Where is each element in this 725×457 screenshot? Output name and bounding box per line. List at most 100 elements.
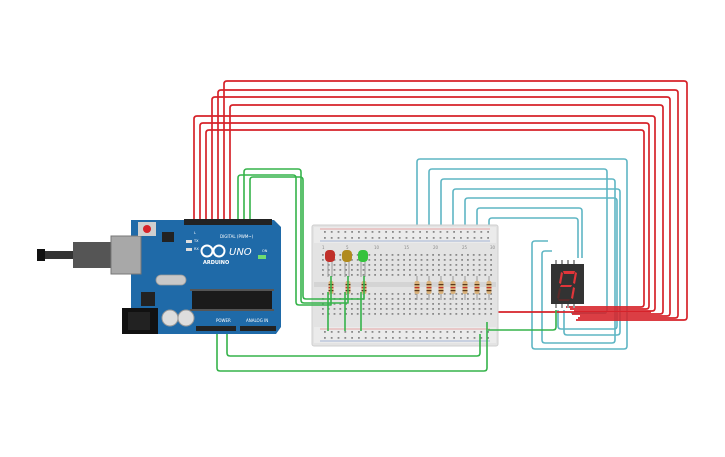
green-wire-2 [243,168,349,304]
breadboard-hole [403,269,405,271]
breadboard-hole [380,264,382,266]
breadboard-hole [484,269,487,271]
rail-hole [480,237,483,239]
rail-hole [412,331,415,333]
breadboard-hole [362,274,365,276]
rail-hole [453,231,455,233]
led-red[interactable] [325,250,335,277]
breadboard-hole [449,259,452,261]
breadboard-hole [362,308,365,310]
breadboard-hole [432,269,434,271]
segment-a [563,271,575,274]
breadboard-hole [391,293,394,295]
digital-header[interactable] [184,219,272,225]
power-header[interactable] [196,326,236,331]
breadboard-hole [356,293,359,295]
teal-wires[interactable] [416,158,628,350]
rail-hole [392,337,394,339]
breadboard-hole [490,308,492,310]
breadboard-hole [397,308,400,310]
breadboard-hole [455,264,458,266]
breadboard-hole [478,254,481,256]
breadboard-hole [374,313,376,315]
seven-segment-display[interactable] [551,260,584,308]
breadboard-hole [490,259,492,261]
breadboard-hole [322,259,324,261]
rail-hole [446,237,449,239]
breadboard-hole [397,259,400,261]
teal-wire-7 [488,217,579,258]
breadboard-hole [339,293,342,295]
reset-button-icon[interactable] [138,222,156,236]
rail-hole [405,331,408,333]
rail-hole [432,337,435,339]
capacitor [177,309,195,327]
breadboard-hole [409,293,411,295]
rail-hole [473,237,476,239]
breadboard-hole [472,254,475,256]
breadboard-hole [397,313,400,315]
breadboard-hole [385,293,388,295]
breadboard-hole [374,303,376,305]
red-wires[interactable] [193,80,688,321]
breadboard-hole [420,313,423,315]
breadboard-hole [397,254,400,256]
led-green[interactable] [358,250,368,277]
breadboard[interactable]: 1 5 10 15 20 25 30 [311,224,499,347]
breadboard-hole [432,259,434,261]
breadboard-hole [345,293,347,295]
breadboard-hole [345,274,347,276]
rail-hole [398,337,401,339]
breadboard-hole [368,303,371,305]
breadboard-hole [380,274,382,276]
breadboard-hole [490,303,492,305]
breadboard-hole [391,298,394,300]
leds[interactable] [325,250,368,277]
dc-jack-icon[interactable] [122,308,158,334]
breadboard-hole [461,303,463,305]
analog-header[interactable] [240,326,276,331]
breadboard-hole [426,293,429,295]
rail-hole [337,237,340,239]
rail-hole [371,237,374,239]
breadboard-hole [339,269,342,271]
breadboard-hole [461,308,463,310]
breadboard-hole [327,264,330,266]
breadboard-hole [339,274,342,276]
arduino-uno-board[interactable]: ARDUINO UNO DIGITAL (PWM~) POWER ANALOG … [37,219,281,334]
breadboard-hole [478,274,481,276]
rail-hole [473,331,476,333]
breadboard-hole [339,254,342,256]
rail-hole [344,331,347,333]
breadboard-hole [397,298,400,300]
breadboard-hole [339,264,342,266]
breadboard-hole [322,293,324,295]
breadboard-hole [472,308,475,310]
breadboard-hole [443,259,446,261]
breadboard-hole [443,303,446,305]
breadboard-hole [426,303,429,305]
breadboard-hole [345,269,347,271]
breadboard-hole [322,254,324,256]
breadboard-hole [391,308,394,310]
rail-hole [446,231,449,233]
col-num: 25 [462,245,468,250]
rail-hole [337,337,340,339]
breadboard-hole [368,274,371,276]
rail-hole [466,231,469,233]
analog-label: ANALOG IN [246,318,268,323]
led-yellow[interactable] [342,250,352,277]
rail-hole [330,331,333,333]
breadboard-hole [455,269,458,271]
display-pins [555,260,575,308]
breadboard-hole [443,274,446,276]
breadboard-hole [333,274,336,276]
usb-connector-icon[interactable] [37,235,142,275]
breadboard-hole [409,303,411,305]
breadboard-hole [385,269,388,271]
breadboard-hole [339,303,342,305]
green-wires[interactable] [216,168,557,372]
breadboard-hole [478,308,481,310]
breadboard-hole [420,254,423,256]
